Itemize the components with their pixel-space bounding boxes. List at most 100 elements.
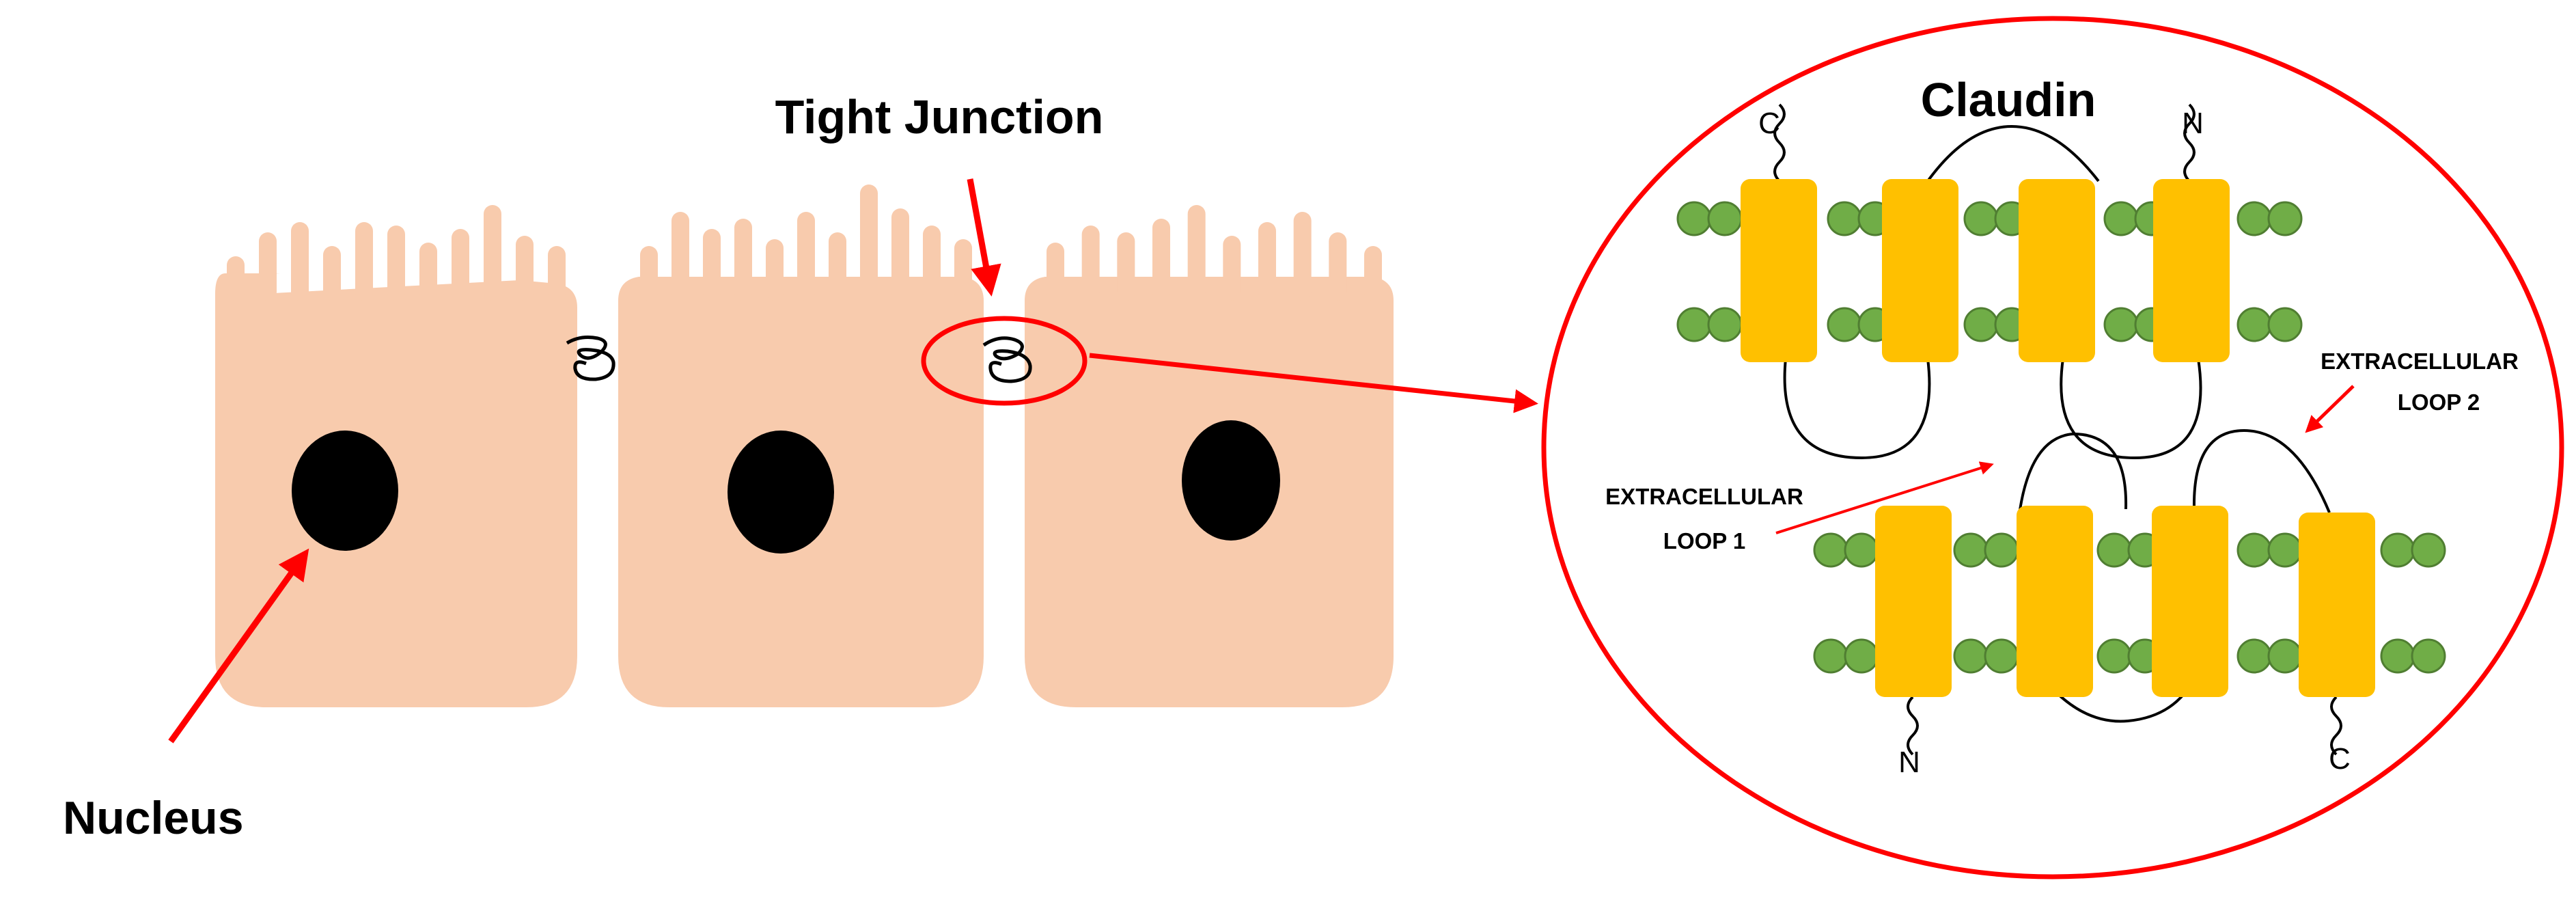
lipid-head xyxy=(2236,307,2272,342)
tight-junction-highlight xyxy=(921,316,1088,406)
microvillus xyxy=(227,256,245,301)
lipid-head xyxy=(1984,638,2019,674)
claudin-top-2 xyxy=(1882,179,1958,362)
lipid-head xyxy=(1963,201,1999,236)
epithelial-cells xyxy=(215,185,1394,707)
microvillus xyxy=(1187,205,1206,301)
claudin-top-3 xyxy=(2019,179,2095,362)
lipid-head xyxy=(2236,532,2272,568)
claudin-loops xyxy=(1783,124,2331,723)
top-c-terminus-label: C xyxy=(1758,107,1780,140)
lipid-head xyxy=(1827,201,1862,236)
lipid-head xyxy=(1844,532,1879,568)
microvilli-cell-2 xyxy=(640,185,972,301)
claudin-bottom-2 xyxy=(2017,506,2093,697)
bottom-n-terminus-label: N xyxy=(1898,746,1920,779)
microvillus xyxy=(548,246,566,301)
microvilli-cell-1 xyxy=(227,205,566,301)
lipid-head xyxy=(1963,307,1999,342)
microvillus xyxy=(419,243,437,301)
claudin-bottom-3 xyxy=(2152,506,2228,697)
microvillus xyxy=(291,222,309,301)
microvillus xyxy=(1117,232,1135,301)
nucleus-cell-1 xyxy=(292,431,398,551)
microvillus xyxy=(516,236,534,301)
epithelial-cell-2 xyxy=(618,185,984,707)
claudin-top-4 xyxy=(2153,179,2230,362)
lipid-head xyxy=(1813,638,1848,674)
microvillus xyxy=(797,212,815,301)
lipid-head xyxy=(2096,638,2132,674)
microvillus xyxy=(671,212,689,301)
ecl1-label-line1: EXTRACELLULAR xyxy=(1605,484,1803,509)
top-loop-upper-1 xyxy=(1926,124,2100,182)
lipid-head xyxy=(2411,532,2446,568)
microvillus xyxy=(259,232,277,301)
lipid-head xyxy=(1707,201,1743,236)
microvillus xyxy=(323,246,341,301)
microvillus xyxy=(891,208,909,301)
epithelial-cell-1 xyxy=(215,205,577,707)
lipid-head xyxy=(2267,307,2303,342)
nucleus-cell-2 xyxy=(728,431,834,554)
lipid-head xyxy=(2267,532,2303,568)
arrow-to-tight-junction xyxy=(967,178,1001,297)
lipid-head xyxy=(2096,532,2132,568)
microvilli-cell-3 xyxy=(1047,205,1382,301)
zoom-circle xyxy=(1541,16,2564,879)
microvillus xyxy=(1364,246,1382,301)
nucleus-label: Nucleus xyxy=(63,792,244,844)
microvillus xyxy=(829,232,846,301)
lipid-head xyxy=(2267,638,2303,674)
bottom-n-tail xyxy=(1907,696,1919,756)
tight-junction-squiggle-1 xyxy=(566,336,615,381)
tight-junction-label: Tight Junction xyxy=(775,90,1104,144)
microvillus xyxy=(484,205,501,301)
top-n-tail xyxy=(2183,103,2196,182)
lipid-head xyxy=(2411,638,2446,674)
lipid-head xyxy=(1844,638,1879,674)
lipid-head xyxy=(1813,532,1848,568)
lipid-head xyxy=(1953,532,1989,568)
claudin-title: Claudin xyxy=(1921,73,2096,126)
microvillus xyxy=(703,229,721,301)
lipid-head xyxy=(2236,638,2272,674)
nucleus-cell-3 xyxy=(1182,420,1280,541)
microvillus xyxy=(1293,212,1312,301)
arrow-to-zoom xyxy=(1089,353,1538,413)
bottom-loop-upper-2 xyxy=(2192,428,2331,513)
claudin-proteins xyxy=(1741,179,2375,697)
claudin-bottom-4 xyxy=(2299,513,2375,697)
microvillus xyxy=(355,222,373,301)
lipid-head xyxy=(2236,201,2272,236)
microvillus xyxy=(860,185,878,301)
microvillus xyxy=(1329,232,1347,301)
bottom-loop-upper-1 xyxy=(2017,432,2128,520)
microvillus xyxy=(1258,222,1276,301)
bottom-c-tail xyxy=(2330,696,2342,756)
microvillus xyxy=(1152,219,1170,301)
microvillus xyxy=(734,219,752,301)
bottom-c-terminus-label: C xyxy=(2329,742,2351,776)
microvillus xyxy=(387,226,405,301)
lipid-head xyxy=(1953,638,1989,674)
lipid-head xyxy=(1676,201,1712,236)
ecl1-label-line2: LOOP 1 xyxy=(1663,528,1745,554)
arrow-to-ecl2 xyxy=(2305,385,2355,433)
lipid-head xyxy=(1827,307,1862,342)
tight-junction-squiggle-2 xyxy=(982,336,1032,383)
ecl2-label-line1: EXTRACELLULAR xyxy=(2321,349,2519,374)
top-n-terminus-label: N xyxy=(2182,107,2204,140)
microvillus xyxy=(1047,243,1064,301)
claudin-tails xyxy=(1773,103,2342,756)
top-loop-lower-2 xyxy=(2060,358,2202,460)
lipid-head xyxy=(1984,532,2019,568)
arrow-to-nucleus xyxy=(168,548,309,744)
top-c-tail xyxy=(1773,103,1786,182)
microvillus xyxy=(452,229,469,301)
lipid-head xyxy=(1707,307,1743,342)
lipid-head xyxy=(2267,201,2303,236)
microvillus xyxy=(766,239,784,301)
microvillus xyxy=(1081,226,1100,301)
